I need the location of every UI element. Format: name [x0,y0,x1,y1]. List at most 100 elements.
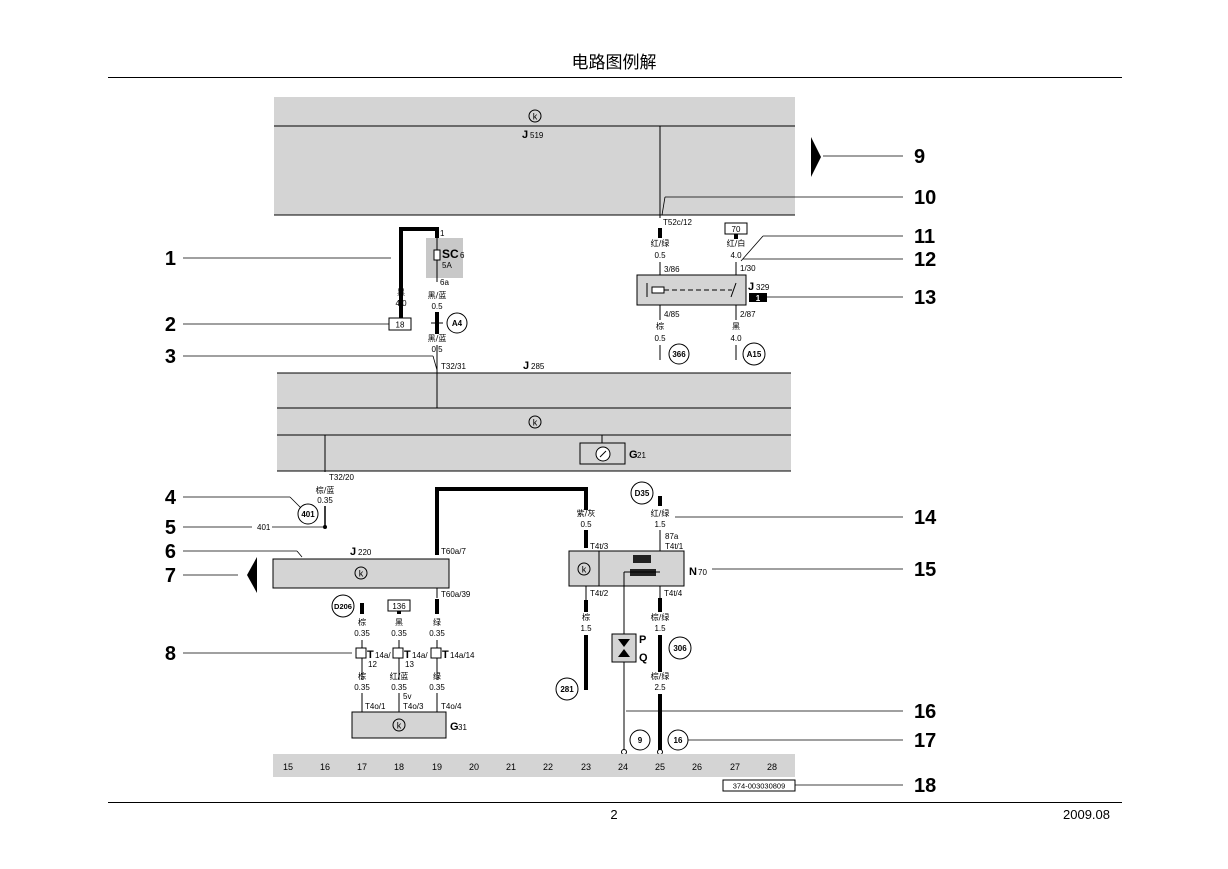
header-rule [108,77,1122,78]
circle-a4-text: A4 [452,319,463,328]
arrow-right-icon [811,137,821,177]
circle-281 [555,677,579,701]
circle-306 [668,636,692,660]
fuse-pin-top: 1 [440,229,445,238]
ground-symbol-icon [392,718,406,732]
wire-color-relay-in: 红/白 [727,238,746,248]
j329-label: J [748,281,754,293]
wire-size-fuse-right: 0.5 [431,302,443,311]
g31-ground-letter: k [397,721,402,731]
ground-symbol-icon [354,566,368,580]
wire-size-n70-in: 1.5 [654,520,666,529]
callout-17: 17 [914,730,936,752]
g31-sensor: k G 31 [351,711,467,739]
callout-8: 8 [165,643,176,665]
fuse-label: SC [442,247,459,261]
ref-70-text: 70 [732,225,741,234]
relay-pin-1-30: 1/30 [740,264,756,273]
wire-size-g31-c: 0.35 [429,629,445,638]
wire-color-fuse-right2: 黑/蓝 [428,333,447,343]
ruler-28: 28 [767,762,777,772]
wire-size-fuse-right2: 0.5 [431,345,443,354]
t14a-12-t: T [367,649,374,661]
wire-color-g31-b: 黑 [395,618,403,627]
document-date: 2009.08 [1063,807,1110,822]
circle-366-text: 366 [672,350,686,359]
circle-366 [668,343,690,365]
g21-label-sub: 21 [637,451,646,460]
circle-16-text: 16 [674,736,683,745]
circle-a15-text: A15 [747,350,762,359]
callout-11: 11 [914,226,935,248]
splice-401: 401 [257,523,271,532]
wire-size2-g31-a: 0.35 [354,683,370,692]
ruler-22: 22 [543,762,553,772]
relay-pin-4-85: 4/85 [664,310,680,319]
j285-label: J [523,360,529,372]
callout-4: 4 [165,487,177,509]
callout-7: 7 [165,565,176,587]
callout-15: 15 [914,559,936,581]
j220-unit: J 220 k [272,546,450,589]
callout-6: 6 [165,541,176,563]
connector-t14a-row: T 14a/ 12 T 14a/ 13 T 14a/14 [355,640,475,680]
j329-label-sub: 329 [756,283,770,292]
pin-87a: 87a [665,532,679,541]
circle-306-text: 306 [673,644,687,653]
t14a-12-pin: 12 [368,660,377,669]
j329-badge [749,293,767,302]
g31-label-sub: 31 [458,723,467,732]
j519-label-sub: 519 [530,131,544,140]
wire-color-n70-left-out: 棕 [582,612,590,622]
callout-12: 12 [914,249,936,271]
pin-5v: 5v [403,692,411,701]
circle-9-text: 9 [638,736,643,745]
callout-14: 14 [914,507,937,529]
column-ruler: 15 16 17 18 19 20 21 22 23 24 25 26 27 2… [273,754,795,777]
wire-size-j519-out: 0.5 [654,251,666,260]
callout-16: 16 [914,701,936,723]
t14a-12-sub: 14a/ [375,651,391,660]
t14a-13-pin: 13 [405,660,414,669]
ruler-25: 25 [655,762,665,772]
wire-color-relay-left-out: 棕 [656,321,664,331]
ruler-20: 20 [469,762,479,772]
j329-badge-text: 1 [756,294,761,303]
conn-t32-20: T32/20 [329,473,354,482]
circle-281-text: 281 [560,685,574,694]
relay-j329: J 329 1 [636,274,770,306]
wire-color2-n70-right-out: 棕/绿 [651,671,670,681]
wire-size2-g31-c: 0.35 [429,683,445,692]
j519-unit: k J 519 [274,97,795,218]
page-title: 电路图例解 [571,53,657,73]
doc-code-box [722,779,796,792]
wire-size-relay-in: 4.0 [730,251,742,260]
conn-t4t-3: T4t/3 [590,542,609,551]
callout-2: 2 [165,314,176,336]
wire-color-n70-in: 红/绿 [651,508,670,518]
j519-label: J [522,129,528,141]
j220-label-sub: 220 [358,548,372,557]
wire-size-j220-top: 0.5 [580,520,592,529]
circle-401-text: 401 [301,510,315,519]
circle-401 [297,503,319,525]
wire-size-g31-a: 0.35 [354,629,370,638]
ruler-16: 16 [320,762,330,772]
doc-code: 374-003030809 [733,782,786,791]
fuse-pin-bottom: 6a [440,278,449,287]
wire-color-n70-right-out: 棕/绿 [651,612,670,622]
j519-ground-letter: k [533,112,538,122]
arrow-left-icon [247,557,257,593]
callout-9: 9 [914,146,925,168]
ruler-19: 19 [432,762,442,772]
wire-size2-g31-b: 0.35 [391,683,407,692]
j285-unit: J 285 k G 21 [277,360,791,472]
ground-symbol-icon [577,562,591,576]
g31-label: G [450,721,459,733]
wire-size-g31-b: 0.35 [391,629,407,638]
n70-ignition-coil: k N 70 [568,550,707,587]
circle-d206 [331,594,355,618]
wire-color-fuse-left: 黑 [397,288,405,297]
conn-t4o-4: T4o/4 [441,702,462,711]
callout-1: 1 [165,248,176,270]
